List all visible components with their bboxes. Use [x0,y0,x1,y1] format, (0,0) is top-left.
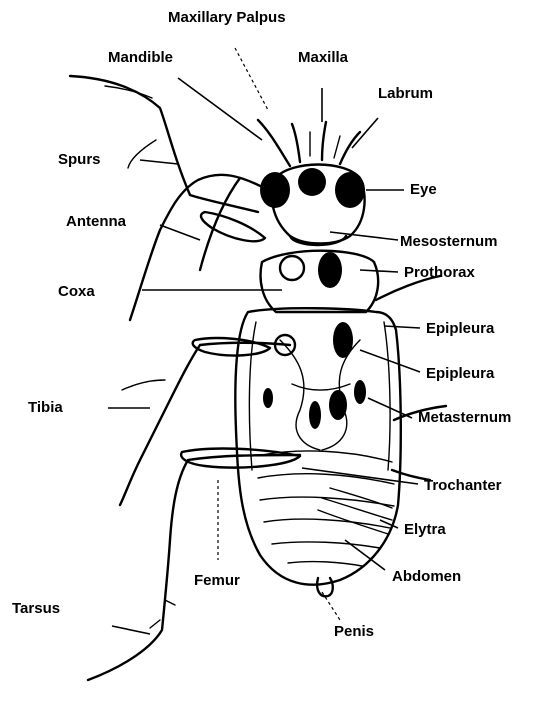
label-eye: Eye [410,182,437,197]
label-elytra: Elytra [404,522,446,537]
label-tarsus: Tarsus [12,601,60,616]
label-maxilla: Maxilla [298,50,348,65]
label-mesosternum: Mesosternum [400,234,498,249]
label-epipleura-2: Epipleura [426,366,494,381]
label-epipleura-1: Epipleura [426,321,494,336]
label-maxillary-palpus: Maxillary Palpus [168,10,286,25]
label-labrum: Labrum [378,86,433,101]
label-antenna: Antenna [66,214,126,229]
label-trochanter: Trochanter [424,478,502,493]
label-abdomen: Abdomen [392,569,461,584]
abdomen-outline [235,308,400,584]
label-penis: Penis [334,624,374,639]
label-mandible: Mandible [108,50,173,65]
label-femur: Femur [194,573,240,588]
label-prothorax: Prothorax [404,265,475,280]
prothorax-outline [261,251,379,312]
label-coxa: Coxa [58,284,95,299]
label-metasternum: Metasternum [418,410,511,425]
label-tibia: Tibia [28,400,63,415]
label-spurs: Spurs [58,152,101,167]
